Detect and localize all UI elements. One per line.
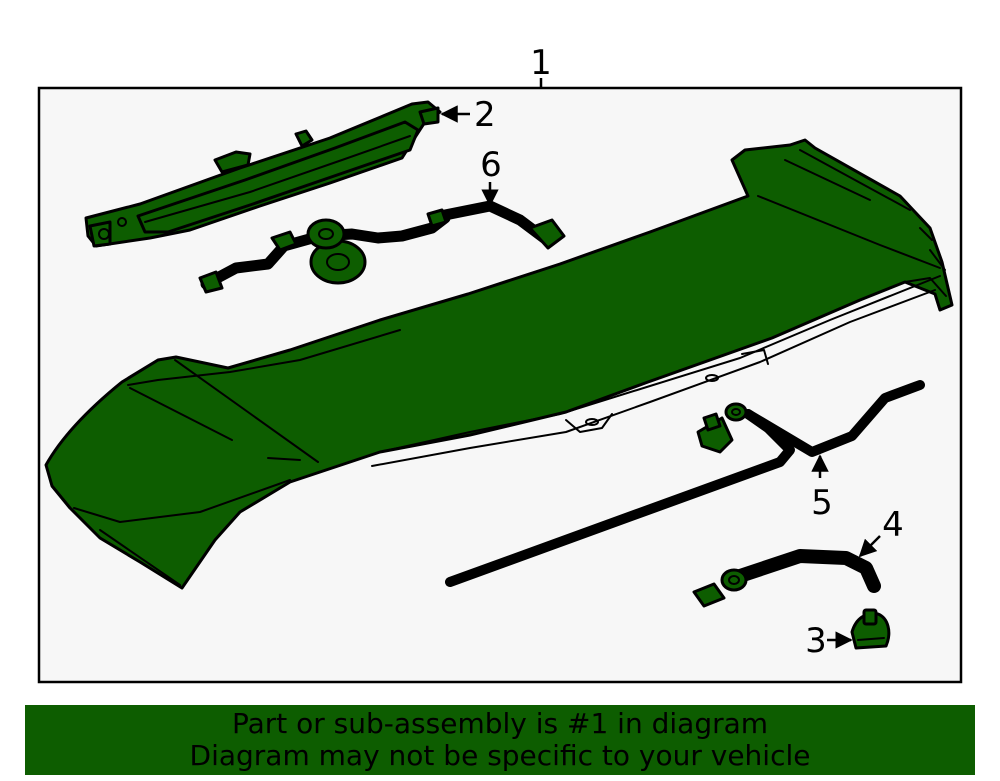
callout-3-label: 3 — [805, 621, 827, 661]
lower-hose-part — [692, 549, 881, 608]
banner-line-1: Part or sub-assembly is #1 in diagram — [231, 707, 769, 740]
parts-diagram: 1 2 — [37, 43, 963, 684]
callout-4-label: 4 — [882, 505, 904, 545]
disclaimer-banner: Part or sub-assembly is #1 in diagram Di… — [25, 705, 975, 775]
washer-hose-part — [445, 380, 925, 587]
clip-part — [850, 608, 891, 650]
callout-4-leader — [858, 535, 881, 558]
wiring-harness-part — [198, 200, 566, 294]
brake-light-part — [84, 100, 442, 248]
callout-1-label: 1 — [530, 43, 552, 83]
callout-6-label: 6 — [480, 145, 502, 185]
callout-2-label: 2 — [474, 95, 496, 135]
spoiler-part — [44, 138, 954, 590]
banner-line-2: Diagram may not be specific to your vehi… — [189, 739, 811, 772]
callout-5-label: 5 — [811, 483, 833, 523]
